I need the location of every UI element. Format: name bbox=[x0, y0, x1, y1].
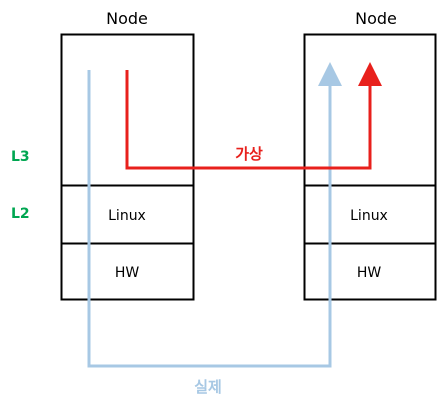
right-node-hw-box bbox=[303, 242, 437, 301]
left-node: Node Linux HW bbox=[60, 9, 195, 301]
right-node: Node Linux HW bbox=[303, 9, 437, 301]
left-node-hw-box bbox=[60, 242, 195, 301]
right-node-hw-label: HW bbox=[357, 265, 382, 281]
left-node-linux-label: Linux bbox=[108, 208, 146, 224]
virtual-path-line bbox=[125, 62, 382, 170]
right-node-linux-label: Linux bbox=[350, 208, 388, 224]
right-node-title: Node bbox=[355, 9, 397, 28]
left-node-title: Node bbox=[106, 9, 148, 28]
virtual-path-label: 가상 bbox=[235, 145, 263, 163]
level-l2-label: L2 bbox=[11, 206, 30, 222]
level-l3-label: L3 bbox=[11, 149, 30, 165]
real-path-line bbox=[87, 62, 342, 368]
left-node-hw-label: HW bbox=[115, 265, 140, 281]
real-path-label: 실제 bbox=[194, 378, 222, 396]
